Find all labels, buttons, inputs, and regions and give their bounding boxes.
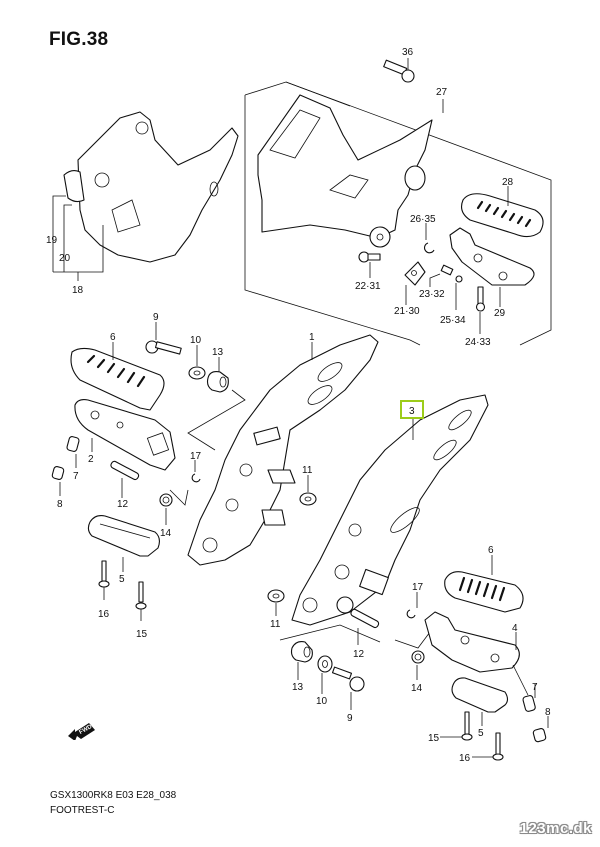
callout-7-left: 7 bbox=[73, 471, 79, 482]
callout-5-left: 5 bbox=[119, 574, 125, 585]
callout-12-left: 12 bbox=[117, 499, 129, 510]
part-11-washer-lower[interactable] bbox=[267, 589, 285, 616]
part-16-bolt-left[interactable] bbox=[98, 560, 110, 600]
part-13-collar-right[interactable] bbox=[290, 641, 313, 680]
highlight-box-part-3 bbox=[400, 400, 424, 419]
part-26-35-clip[interactable] bbox=[424, 223, 435, 254]
part-21-30-plate[interactable] bbox=[404, 261, 426, 305]
callout-7-right: 7 bbox=[532, 682, 538, 693]
part-13-collar-left[interactable] bbox=[206, 357, 229, 393]
part-6-rubber-right[interactable] bbox=[444, 555, 524, 613]
callout-23-32: 23·32 bbox=[419, 289, 445, 300]
callout-27: 27 bbox=[436, 87, 448, 98]
callout-22-31: 22·31 bbox=[355, 281, 381, 292]
part-23-32-spring[interactable] bbox=[429, 264, 454, 287]
callout-15-right: 15 bbox=[428, 733, 440, 744]
callout-9-right: 9 bbox=[347, 713, 353, 724]
callout-17-left: 17 bbox=[190, 451, 202, 462]
callout-4: 4 bbox=[512, 623, 518, 634]
part-7-cap-left[interactable] bbox=[66, 436, 80, 468]
callout-2: 2 bbox=[88, 454, 94, 465]
callout-13-left: 13 bbox=[212, 347, 224, 358]
callout-24-33: 24·33 bbox=[465, 337, 491, 348]
callout-19: 19 bbox=[46, 235, 58, 246]
part-12-pin-left[interactable] bbox=[110, 460, 140, 498]
part-28-rubber[interactable] bbox=[461, 186, 544, 238]
part-8-nut-right[interactable] bbox=[532, 716, 549, 743]
part-12-pin-right[interactable] bbox=[350, 608, 380, 645]
part-14-spring-left[interactable] bbox=[159, 489, 189, 525]
callout-13-right: 13 bbox=[292, 682, 304, 693]
callout-17-right: 17 bbox=[412, 582, 424, 593]
part-17-clip-right[interactable] bbox=[406, 592, 418, 619]
part-27-rear-bracket[interactable] bbox=[257, 94, 433, 248]
part-10-washer-left[interactable] bbox=[188, 345, 206, 380]
part-16-bolt-right[interactable] bbox=[472, 732, 504, 761]
callout-11-lower: 11 bbox=[270, 619, 281, 630]
part-7-cap-right[interactable] bbox=[522, 684, 536, 712]
part-24-33-bolt[interactable] bbox=[475, 286, 486, 334]
part-8-nut-left[interactable] bbox=[51, 466, 65, 496]
callout-15-left: 15 bbox=[136, 629, 148, 640]
part-4-footpeg-right[interactable] bbox=[424, 611, 520, 673]
part-3-bracket[interactable] bbox=[291, 394, 489, 626]
callout-6-right: 6 bbox=[488, 545, 494, 556]
callout-1: 1 bbox=[309, 332, 315, 343]
part-9-bolt-left[interactable] bbox=[145, 322, 182, 355]
callout-11-upper: 11 bbox=[302, 465, 313, 476]
callout-14-left: 14 bbox=[160, 528, 172, 539]
kit-27-boundary bbox=[244, 81, 552, 346]
callout-16-left: 16 bbox=[98, 609, 110, 620]
callout-36: 36 bbox=[402, 47, 414, 58]
part-11-washer-upper[interactable] bbox=[299, 475, 317, 506]
callout-10-right: 10 bbox=[316, 696, 328, 707]
callout-10-left: 10 bbox=[190, 335, 202, 346]
callout-8-left: 8 bbox=[57, 499, 63, 510]
callout-18: 18 bbox=[72, 285, 84, 296]
part-2-footpeg-left[interactable] bbox=[74, 399, 176, 471]
callout-26-35: 26·35 bbox=[410, 214, 436, 225]
callout-8-right: 8 bbox=[545, 707, 551, 718]
model-code: GSX1300RK8 E03 E28_038 bbox=[50, 790, 177, 801]
part-9-bolt-right[interactable] bbox=[331, 666, 365, 710]
callout-29: 29 bbox=[494, 308, 506, 319]
part-18-bracket[interactable] bbox=[63, 111, 239, 263]
callout-3: 3 bbox=[409, 406, 415, 417]
callout-21-30: 21·30 bbox=[394, 306, 420, 317]
callout-6-left: 6 bbox=[110, 332, 116, 343]
bracket-18-leaders bbox=[52, 195, 104, 281]
part-17-clip-left[interactable] bbox=[191, 460, 201, 483]
callout-25-34: 25·34 bbox=[440, 315, 466, 326]
part-22-31-pin[interactable] bbox=[358, 251, 381, 278]
callout-12-right: 12 bbox=[353, 649, 365, 660]
callout-16-right: 16 bbox=[459, 753, 471, 764]
part-6-rubber-left[interactable] bbox=[70, 342, 165, 411]
part-14-spring-right[interactable] bbox=[394, 631, 431, 680]
part-36-bolt[interactable] bbox=[383, 58, 415, 83]
callout-9-left: 9 bbox=[153, 312, 159, 323]
part-1-bracket[interactable] bbox=[187, 334, 379, 566]
part-15-bolt-right[interactable] bbox=[440, 711, 473, 741]
callout-20: 20 bbox=[59, 253, 71, 264]
part-10-washer-right[interactable] bbox=[317, 655, 333, 694]
section-name: FOOTREST-C bbox=[50, 805, 115, 816]
part-25-34-ball[interactable] bbox=[455, 275, 463, 310]
part-5-pad-right[interactable] bbox=[451, 677, 509, 726]
part-5-pad-left[interactable] bbox=[87, 515, 161, 572]
callout-14-right: 14 bbox=[411, 683, 423, 694]
callout-5-right: 5 bbox=[478, 728, 484, 739]
watermark-logo: 123mc.dk bbox=[519, 820, 592, 837]
callout-28: 28 bbox=[502, 177, 514, 188]
forward-direction-arrow-icon: FWD bbox=[68, 723, 95, 740]
part-29-footpeg[interactable] bbox=[449, 227, 535, 307]
figure-title: FIG.38 bbox=[49, 29, 109, 50]
part-15-bolt-left[interactable] bbox=[135, 581, 147, 621]
